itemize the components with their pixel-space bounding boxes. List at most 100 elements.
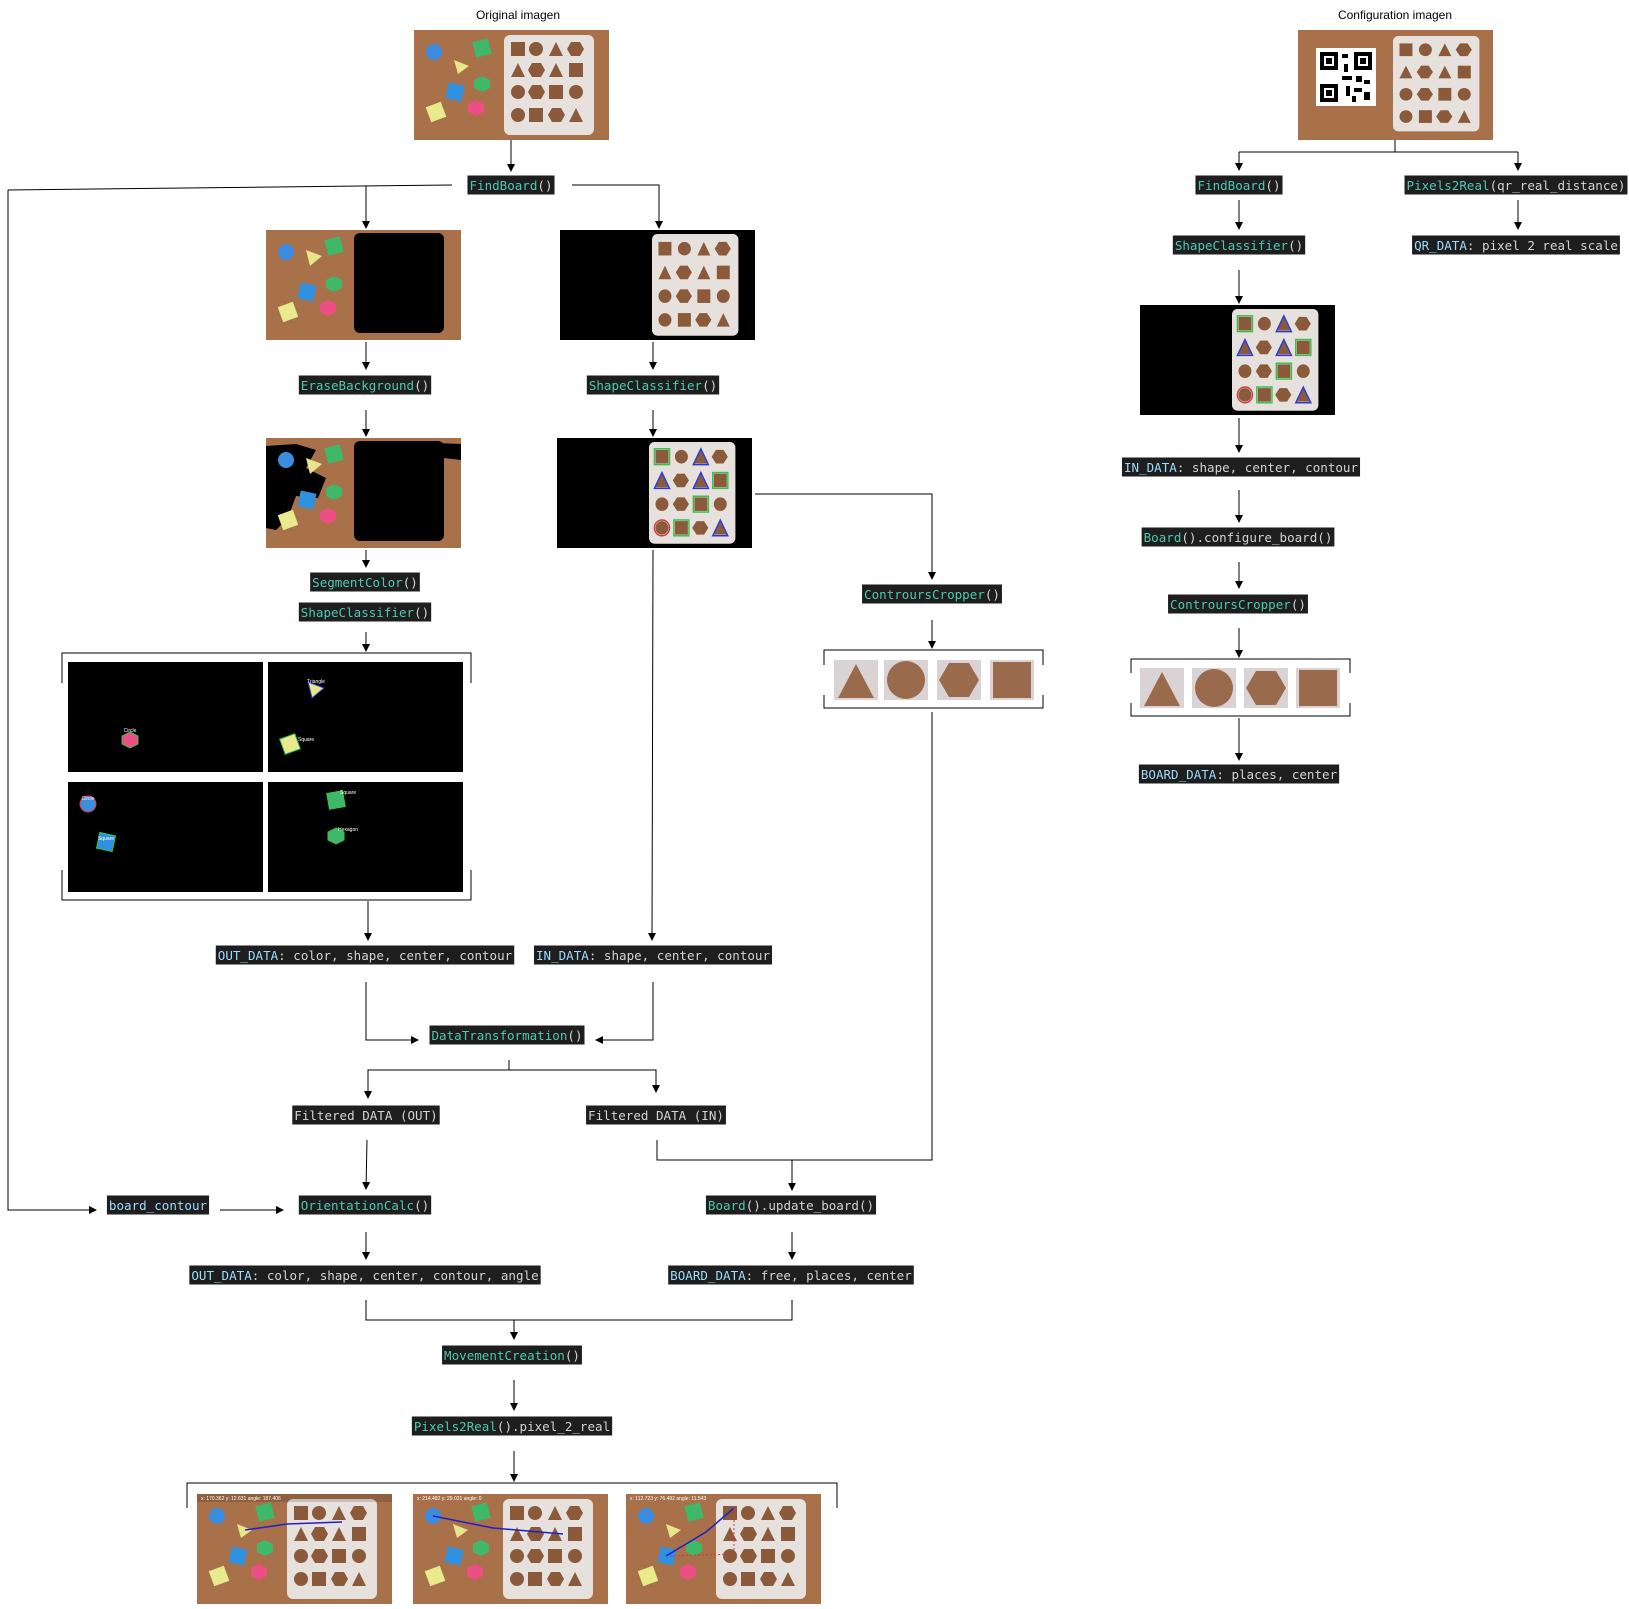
label-segment: FindBoard — [1197, 178, 1265, 193]
qr-data-label: QR_DATA: pixel 2 real scale — [1412, 235, 1620, 255]
label-text: Filtered DATA (OUT) — [294, 1108, 437, 1123]
label-segment: Board — [708, 1198, 746, 1213]
label-background — [298, 602, 432, 622]
label-background — [1404, 175, 1628, 195]
label-text: Board().update_board() — [708, 1198, 874, 1213]
data-transformation-label: DataTransformation() — [429, 1025, 585, 1045]
label-background — [1172, 235, 1306, 255]
label-text: ShapeClassifier() — [589, 378, 717, 393]
config-board-classified-image — [1140, 305, 1335, 415]
shapeclassifier-label-right: ShapeClassifier() — [1172, 235, 1306, 255]
board-contour-label: board_contour — [106, 1195, 210, 1215]
label-background — [292, 1105, 440, 1125]
label-segment: () — [565, 1348, 580, 1363]
label-segment: (qr_real_distance) — [1490, 178, 1626, 193]
configure-board-label: Board().configure_board() — [1141, 527, 1335, 547]
label-background — [442, 1345, 582, 1365]
label-background — [586, 1105, 726, 1125]
label-text: FindBoard() — [469, 178, 552, 193]
label-segment: () — [414, 1198, 429, 1213]
label-text: MovementCreation() — [444, 1348, 580, 1363]
code-labels: FindBoard() EraseBackground() ShapeClass… — [106, 175, 1628, 1436]
segment-panel-yellow: Triangle Square — [268, 662, 463, 772]
label-segment: () — [414, 378, 429, 393]
label-segment: () — [985, 587, 1000, 602]
pixels2real-label-right: Pixels2Real(qr_real_distance) — [1404, 175, 1628, 195]
crop-hexagon — [1244, 668, 1288, 708]
label-segment: () — [1288, 238, 1303, 253]
update-board-label: Board().update_board() — [705, 1195, 877, 1215]
label-background — [862, 584, 1002, 604]
movement-creation-label: MovementCreation() — [442, 1345, 582, 1365]
label-text: Pixels2Real().pixel_2_real — [414, 1419, 610, 1434]
label-segment: : shape, center, contour — [1177, 460, 1359, 475]
label-text: Board().configure_board() — [1144, 530, 1333, 545]
orientation-calc-label: OrientationCalc() — [298, 1195, 432, 1215]
result-caption: x: 170.362 y: 12.631 angle: 187.406 — [201, 1496, 281, 1502]
contours-cropper-label-right: ControursCropper() — [1168, 594, 1308, 614]
panel-tag-triangle: Triangle — [307, 679, 325, 685]
movement-results: x: 170.362 y: 12.631 angle: 187.406 x: 2… — [186, 1482, 838, 1604]
result-caption: x: 214.482 y: 29.031 angle: 0 — [417, 1496, 482, 1502]
panel-tag-square: Square — [98, 836, 114, 842]
label-background — [189, 1265, 541, 1285]
panel-tag-square: Square — [340, 790, 356, 796]
label-segment: : places, center — [1216, 767, 1337, 782]
crop-square — [990, 660, 1034, 700]
label-segment: ().pixel_2_real — [497, 1419, 610, 1434]
label-text: OUT_DATA: color, shape, center, contour — [218, 948, 513, 963]
in-data-label-middle: IN_DATA: shape, center, contour — [533, 945, 773, 965]
crop-circle — [884, 660, 928, 700]
connectors — [7, 140, 1522, 1482]
result-image-2: x: 214.482 y: 29.031 angle: 0 — [413, 1494, 608, 1604]
board-data-places-label: BOARD_DATA: places, center — [1138, 764, 1340, 784]
board-classified-image — [557, 438, 752, 548]
label-text: BOARD_DATA: free, places, center — [670, 1268, 912, 1283]
crop-hexagon — [937, 660, 981, 700]
label-background — [215, 945, 515, 965]
label-segment: DataTransformation — [432, 1028, 568, 1043]
original-image-title: Original imagen — [476, 8, 560, 22]
shapeclassifier-label-middle: ShapeClassifier() — [586, 375, 720, 395]
crop-triangle — [1140, 668, 1184, 708]
out-data-label: OUT_DATA: color, shape, center, contour — [215, 945, 515, 965]
result-caption: x: 112.723 y: 76.482 angle: 11.543 — [630, 1496, 706, 1502]
label-segment: Pixels2Real — [414, 1419, 497, 1434]
label-text: BOARD_DATA: places, center — [1141, 767, 1338, 782]
panel-tag-circle: Circle — [124, 728, 137, 734]
configuration-image — [1298, 30, 1493, 140]
label-segment: : color, shape, center, contour, angle — [252, 1268, 539, 1283]
label-segment: Filtered DATA (OUT) — [294, 1108, 437, 1123]
contours-cropper-label-middle: ControursCropper() — [862, 584, 1002, 604]
label-text: QR_DATA: pixel 2 real scale — [1414, 238, 1618, 253]
label-text: Filtered DATA (IN) — [588, 1108, 724, 1123]
label-segment: QR_DATA — [1414, 238, 1467, 253]
label-background — [1412, 235, 1620, 255]
result-image-1: x: 170.362 y: 12.631 angle: 187.406 — [197, 1494, 392, 1604]
label-segment: () — [702, 378, 717, 393]
label-background — [298, 375, 432, 395]
label-segment: () — [403, 575, 418, 590]
original-image — [414, 30, 609, 140]
erase-background-label: EraseBackground() — [298, 375, 432, 395]
label-segment: ShapeClassifier — [589, 378, 703, 393]
label-background — [668, 1265, 914, 1285]
crop-triangle — [834, 660, 878, 700]
label-background — [1195, 175, 1283, 195]
label-background — [429, 1025, 585, 1045]
label-background — [106, 1195, 210, 1215]
in-data-label-right: IN_DATA: shape, center, contour — [1121, 457, 1361, 477]
label-segment: ().update_board() — [746, 1198, 874, 1213]
label-segment: IN_DATA — [1124, 460, 1177, 475]
label-background — [1121, 457, 1361, 477]
label-segment: () — [1291, 597, 1306, 612]
label-background — [586, 375, 720, 395]
label-segment: : shape, center, contour — [589, 948, 771, 963]
board-masked-image — [560, 230, 755, 340]
label-segment: ControursCropper — [864, 587, 985, 602]
label-text: IN_DATA: shape, center, contour — [1124, 460, 1359, 475]
panel-tag-hexagon: Hexagon — [338, 827, 358, 833]
label-background — [310, 572, 420, 592]
label-segment: : color, shape, center, contour — [278, 948, 513, 963]
